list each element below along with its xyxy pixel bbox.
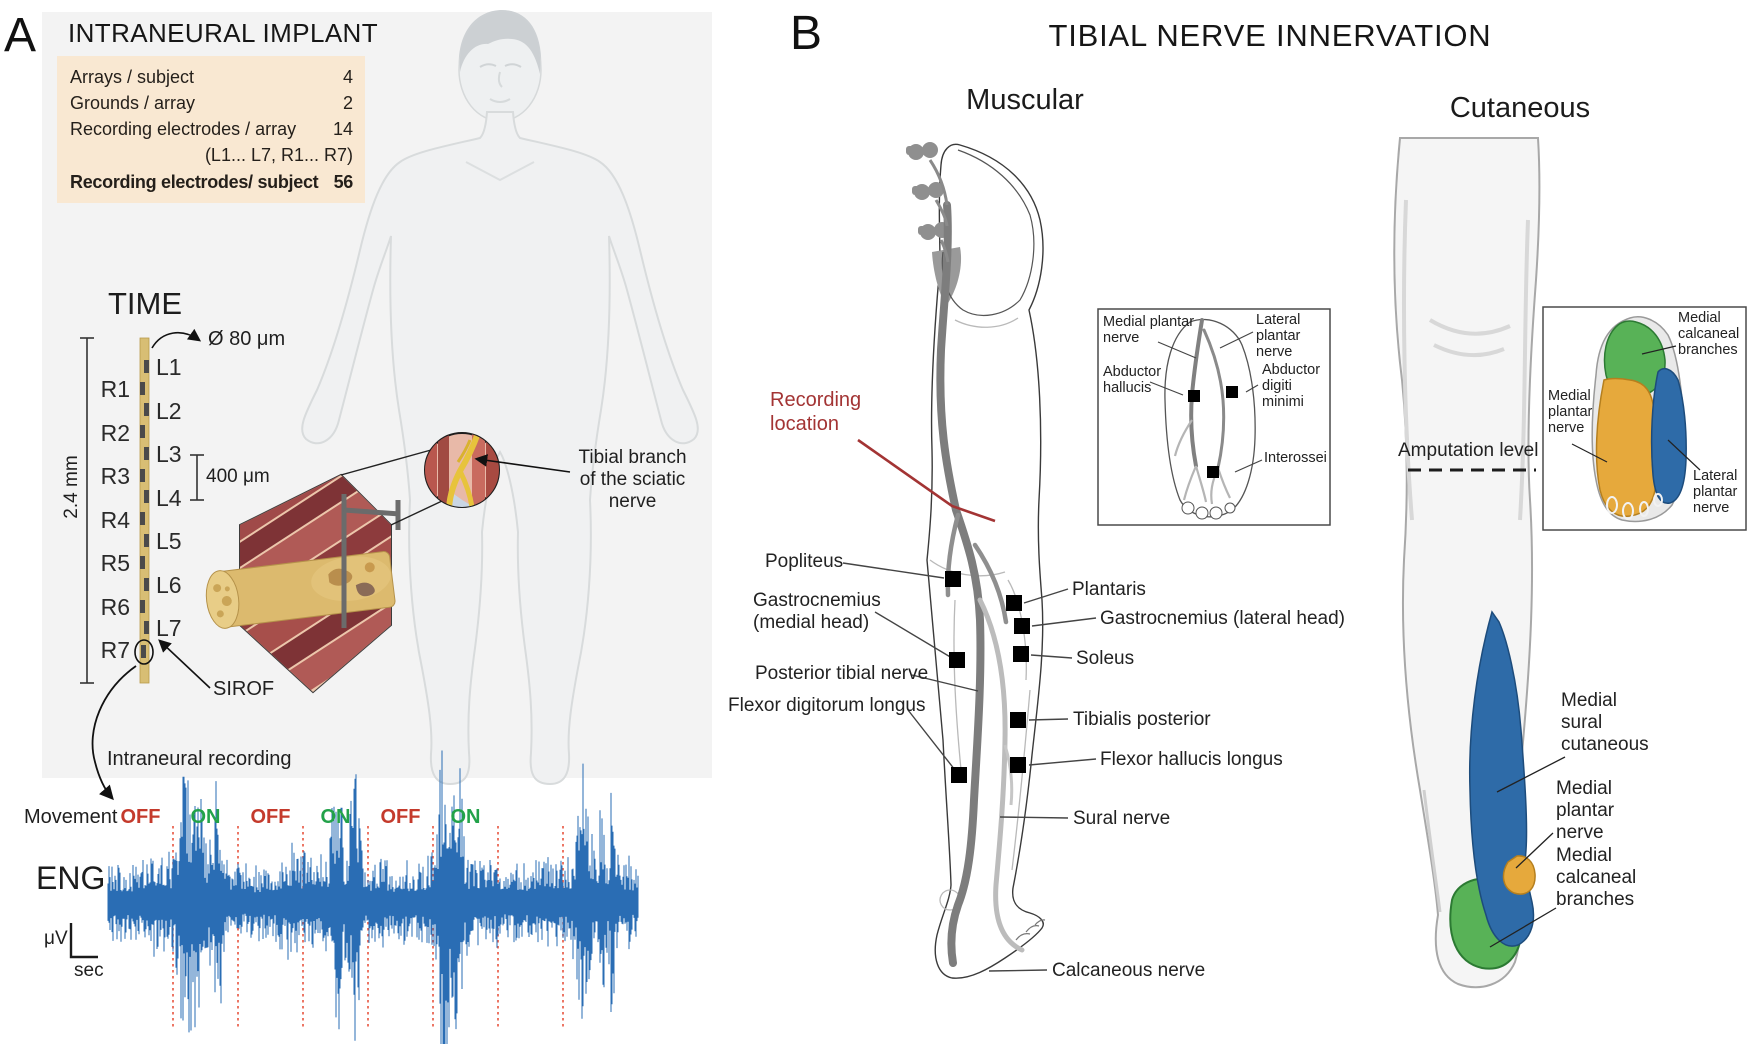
muscular-foot-inset <box>1097 308 1331 526</box>
electrode-contacts <box>140 360 149 658</box>
inset-leader-lines <box>1149 331 1263 473</box>
time-electrode-array <box>80 328 211 801</box>
tibial-nerve <box>936 201 985 967</box>
muscular-leader-lines <box>842 562 1097 972</box>
body-silhouette <box>301 10 699 786</box>
inset-lateral-plantar-blue <box>1650 367 1687 504</box>
cutaneous-leg-drawing <box>1393 137 1566 989</box>
implanted-electrode <box>341 494 401 628</box>
r7-highlight-circle <box>134 639 154 665</box>
sural-nerve <box>977 597 1025 953</box>
medial-plantar-patch <box>1502 855 1536 895</box>
cutaneous-leader-lines <box>1489 756 1566 948</box>
recording-location-line <box>857 438 996 523</box>
inset-medial-plantar-orange <box>1595 377 1658 518</box>
eng-dividers <box>172 826 564 1030</box>
nerve-cylinder <box>205 551 396 629</box>
eng-plot <box>69 750 639 1044</box>
cutaneous-foot-inset <box>1542 306 1747 531</box>
muscular-leg-drawing <box>842 142 1097 979</box>
eng-signal-trace <box>107 750 639 1044</box>
muscle-marker-squares <box>945 571 1030 783</box>
